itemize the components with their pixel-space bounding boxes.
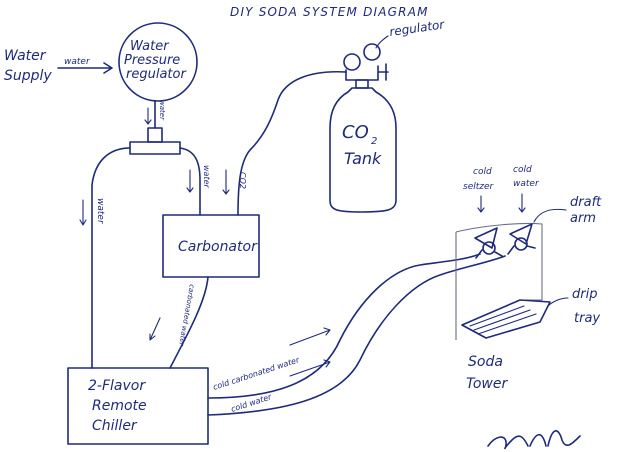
co2-tank-body [329, 87, 397, 213]
pressure-regulator-label-line1: Water [130, 39, 170, 54]
co2-line [237, 70, 347, 216]
regulator-label: regulator [388, 17, 446, 39]
water-down-arrow-mid [186, 169, 194, 193]
small-down-arrow-top [144, 107, 152, 125]
regulator-gauge-left [343, 53, 361, 71]
water-small-top-label: water [158, 100, 166, 121]
diagram-title: DIY SODA SYSTEM DIAGRAM [230, 5, 429, 19]
water-supply-label-line1: Water [4, 48, 47, 64]
draft-arm-pointer [533, 208, 567, 223]
draft-arm-label-line2: arm [570, 211, 596, 226]
chiller-label-line3: Chiller [92, 418, 138, 434]
co2-tank-label-co: CO [342, 122, 369, 143]
cold-seltzer-label-line2: seltzer [463, 182, 495, 192]
cold-carbonated-water-arrow [289, 327, 331, 346]
regulator-pointer [375, 35, 389, 49]
chiller-label-line2: Remote [92, 398, 147, 414]
chiller-box [67, 367, 209, 445]
carbonator-box [162, 214, 260, 278]
water-arrow-label: water [64, 57, 91, 67]
drip-tray-label-line2: tray [574, 311, 600, 326]
cold-water-tap-arrow [518, 193, 526, 213]
tap-seltzer-valve [482, 241, 496, 255]
water-supply-label-line2: Supply [4, 68, 52, 84]
drip-tray-label-line1: drip [572, 287, 597, 302]
regulator-gauge-top [363, 43, 381, 61]
cold-water-arrow [289, 359, 331, 377]
tap-seltzer-spout [475, 249, 503, 259]
cold-carbonated-water-line [207, 253, 481, 399]
tap-water-handle [509, 223, 533, 245]
cold-water-line [207, 255, 506, 416]
cold-seltzer-label-line1: cold [473, 167, 492, 177]
pressure-regulator-circle [118, 22, 198, 102]
co2-tank-label-tank: Tank [344, 149, 382, 168]
carbonator-label: Carbonator [178, 239, 258, 255]
co2-tank-label-sub: 2 [371, 136, 377, 147]
tap-seltzer-handle [474, 227, 498, 249]
draft-arm-label-line1: draft [570, 195, 602, 210]
water-line-left [91, 147, 131, 369]
soda-tower-outline [455, 222, 543, 340]
drip-tray-pointer [547, 297, 569, 307]
tap-water-valve [514, 237, 528, 251]
cold-water-tap-label-line2: water [513, 179, 540, 189]
water-down-arrow-left [79, 199, 87, 226]
pressure-regulator-label-line2: Pressure [124, 53, 180, 68]
soda-tower-label-line2: Tower [466, 376, 508, 392]
tap-water-spout [507, 245, 536, 255]
water-line-right [179, 147, 201, 216]
water-supply-arrow [57, 62, 113, 74]
carbonated-water-arrow [149, 317, 161, 341]
water-down-left-label: water [95, 198, 105, 225]
soda-tower-label-line1: Soda [468, 354, 503, 370]
carbonated-water-line [169, 276, 209, 369]
cold-water-tap-label-line1: cold [513, 165, 532, 175]
cold-seltzer-arrow [477, 195, 485, 213]
signature-scribble [487, 430, 581, 450]
co2-line-label: CO2 [238, 172, 247, 189]
t-fitting-stem [147, 127, 163, 143]
drip-tray-grate [469, 305, 537, 335]
pressure-regulator-label-line3: regulator [126, 67, 187, 82]
t-fitting-bar [129, 141, 181, 155]
regulator-valve [355, 79, 369, 89]
water-small-mid-label: water [202, 165, 211, 189]
chiller-label-line1: 2-Flavor [88, 378, 146, 394]
carbonated-water-vertical-label: carbonated water [177, 284, 196, 348]
regulator-body [345, 63, 389, 81]
co2-down-arrow [222, 169, 230, 195]
drip-tray [461, 299, 551, 339]
